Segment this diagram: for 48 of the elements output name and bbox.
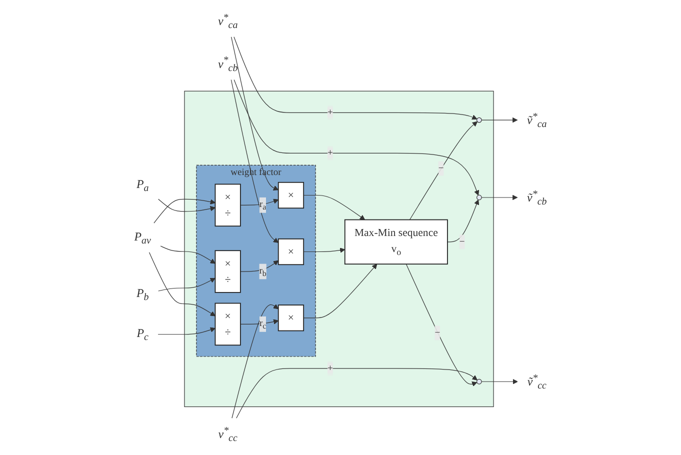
arrow [232, 304, 279, 418]
node-text: P$_{a}$ [136, 178, 149, 194]
arrow [481, 379, 518, 384]
node-box: Max-Min sequence v$_{o}$ [344, 219, 448, 265]
node-text: P$_{c}$ [136, 326, 148, 342]
arrow [154, 198, 216, 224]
arrow [481, 117, 518, 123]
arrow [406, 264, 478, 386]
arrow [481, 194, 518, 200]
arrow [236, 368, 478, 418]
arrow [158, 278, 216, 292]
edge-label: − [438, 163, 444, 174]
arrow [158, 327, 216, 335]
edge-label: r$_{c}$ [259, 318, 266, 330]
node-box: × [278, 182, 304, 209]
arrow [158, 198, 216, 212]
arrow [148, 252, 216, 316]
edge-label: r$_{a}$ [259, 199, 266, 212]
arrow [230, 36, 279, 190]
arrow [409, 121, 478, 220]
arrow [447, 200, 480, 242]
arrow [303, 264, 378, 318]
edge-label: + [328, 148, 333, 158]
edge-label: r$_{b}$ [259, 266, 266, 278]
node-box: × ÷ [214, 184, 241, 227]
edge-label: − [434, 328, 440, 338]
cluster [184, 90, 494, 408]
node-box: × [278, 238, 304, 266]
arrow [240, 198, 279, 206]
edge-label: + [328, 107, 333, 118]
node-box: × [278, 304, 304, 332]
node-circle [476, 194, 482, 200]
arrow [230, 79, 279, 243]
node-text: P$_{b}$ [136, 286, 149, 302]
arrow [240, 260, 279, 272]
node-circle [476, 117, 482, 123]
arrow [234, 36, 478, 120]
arrow [160, 246, 216, 264]
arrow [240, 319, 279, 324]
node-text: P$_{av}$ [134, 230, 151, 246]
edge-label: − [459, 236, 465, 247]
node-circle [476, 378, 482, 384]
node-box: × ÷ [214, 302, 241, 346]
node-box: × ÷ [214, 250, 241, 293]
edge-label: + [328, 363, 333, 374]
arrow [234, 79, 480, 196]
arrow [303, 248, 346, 253]
arrow [303, 194, 366, 220]
